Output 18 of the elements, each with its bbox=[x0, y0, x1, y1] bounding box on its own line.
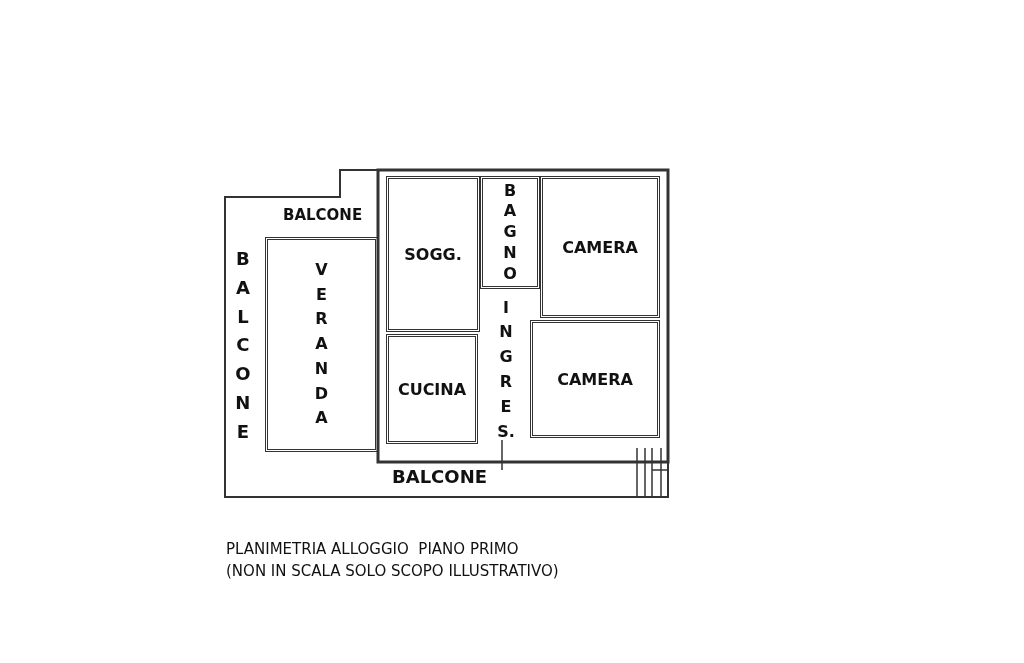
area-label: BALCONE bbox=[234, 247, 252, 444]
area-label: BALCONE bbox=[283, 206, 363, 224]
room-label: BAGNO bbox=[502, 180, 518, 285]
room-label: CAMERA bbox=[557, 369, 633, 389]
plan-title: PLANIMETRIA ALLOGGIO PIANO PRIMO bbox=[226, 540, 519, 558]
area-label: BALCONE bbox=[392, 466, 487, 487]
room-label: CUCINA bbox=[397, 379, 467, 399]
room-outline bbox=[540, 176, 660, 318]
room-outline bbox=[386, 176, 480, 332]
room-label: CAMERA bbox=[562, 237, 638, 257]
room-outline bbox=[480, 176, 540, 289]
room-outline bbox=[386, 334, 478, 444]
room-outline bbox=[530, 320, 660, 438]
room-label: VERANDA bbox=[313, 258, 330, 430]
plan-caption: (NON IN SCALA SOLO SCOPO ILLUSTRATIVO) bbox=[226, 562, 559, 580]
room-label: SOGG. bbox=[404, 244, 462, 264]
room-outline bbox=[265, 237, 378, 452]
room-label: INGRES. bbox=[497, 296, 515, 443]
